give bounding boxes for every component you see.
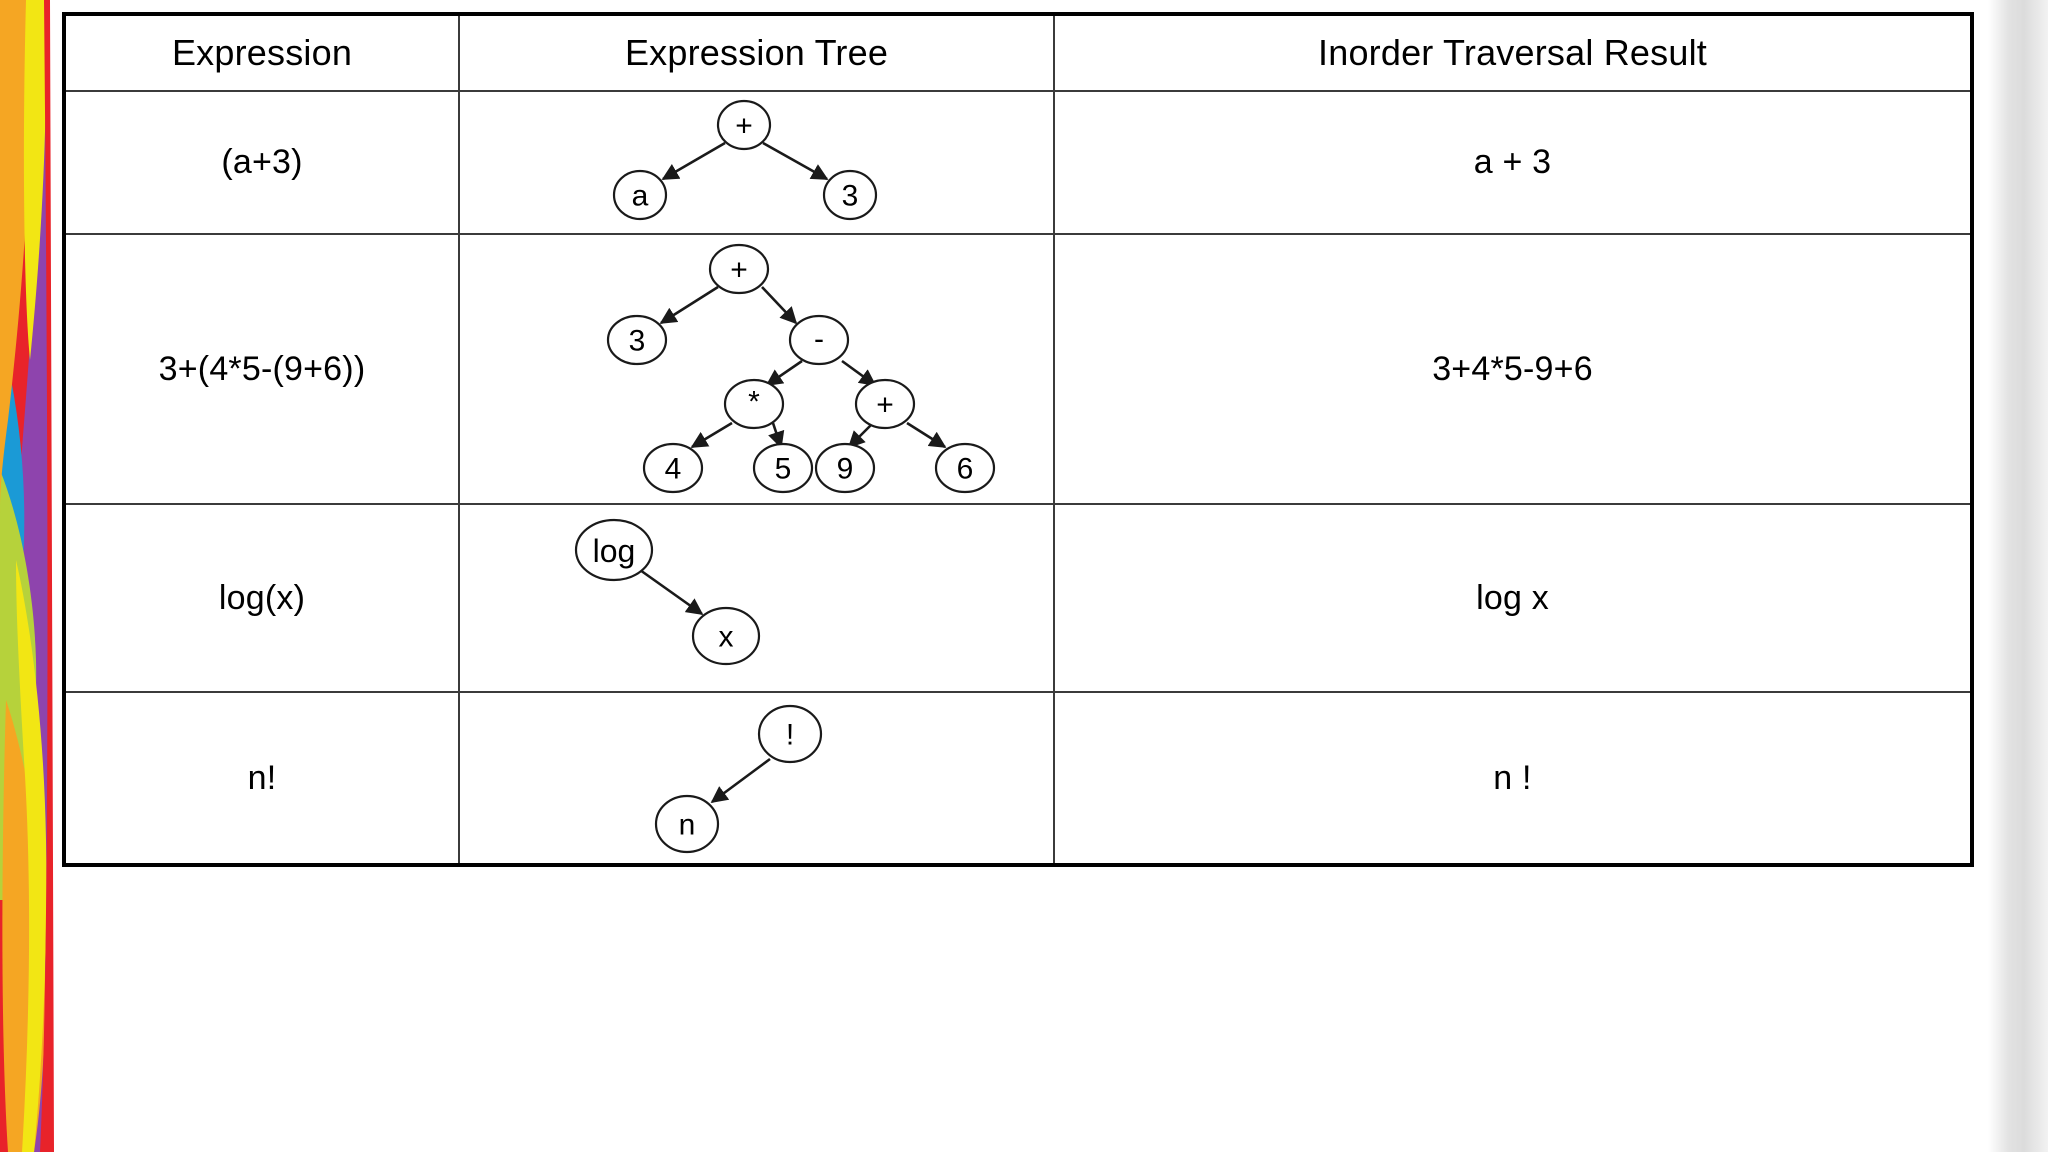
tree-node-label: log [592, 533, 635, 569]
tree-node: a [612, 169, 667, 220]
tree-node-label: n [678, 809, 695, 842]
tree-node: 3 [822, 169, 877, 220]
table-row: n! ! [63, 691, 1973, 866]
tree-node-label: a [631, 179, 648, 212]
inorder-result-cell: n ! [1053, 691, 1973, 866]
table-row: (a+3) + [63, 90, 1973, 235]
table-row: 3+(4*5-(9+6)) [63, 233, 1973, 505]
expression-tree-cell: log x [458, 503, 1055, 693]
table-row: log(x) log [63, 503, 1973, 693]
tree-node: 3 [606, 314, 667, 366]
column-header-expression: Expression [63, 13, 460, 92]
tree-node: + [716, 99, 771, 150]
inorder-result-cell: 3+4*5-9+6 [1053, 233, 1973, 505]
right-gradient-panel [1988, 0, 2048, 1152]
tree-edges [710, 757, 771, 804]
expression-cell: 3+(4*5-(9+6)) [63, 233, 460, 505]
tree-node: 6 [934, 442, 995, 494]
tree-node-label: * [748, 386, 760, 419]
expression-tree-diagram: + 3 - * + [606, 243, 995, 494]
tree-node-label: 6 [956, 453, 973, 486]
tree-node-label: 3 [628, 325, 645, 358]
inorder-result-cell: log x [1053, 503, 1973, 693]
tree-node-label: ! [785, 719, 793, 752]
tree-node: * [723, 378, 784, 430]
expression-tree-diagram: + a 3 [612, 99, 877, 220]
expression-tree-cell: + a 3 [458, 90, 1055, 235]
expression-tree-cell: ! n [458, 691, 1055, 866]
tree-node-label: 3 [841, 179, 858, 212]
tree-node: n [654, 794, 719, 854]
tree-node-label: + [735, 109, 753, 142]
tree-edges [659, 285, 946, 449]
tree-node: 5 [752, 442, 813, 494]
left-ribbon-decoration [0, 0, 58, 1152]
column-header-expression-tree: Expression Tree [458, 13, 1055, 92]
tree-node: + [854, 378, 915, 430]
expression-cell: n! [63, 691, 460, 866]
tree-node: log [574, 518, 653, 582]
expression-tree-diagram: log x [574, 518, 760, 666]
expression-tree-table: Expression Expression Tree Inorder Trave… [62, 12, 1974, 867]
table-header-row: Expression Expression Tree Inorder Trave… [63, 13, 1973, 92]
tree-edges [638, 568, 703, 616]
tree-node: - [788, 314, 849, 366]
tree-node-label: - [814, 323, 824, 356]
tree-node-label: x [718, 621, 733, 654]
tree-node: x [691, 606, 760, 666]
expression-tree-cell: + 3 - * + [458, 233, 1055, 505]
tree-node-label: 5 [774, 453, 791, 486]
tree-node-label: 4 [664, 453, 681, 486]
tree-node-label: + [730, 254, 748, 287]
tree-node: + [708, 243, 769, 295]
expression-tree-diagram: ! n [654, 704, 822, 854]
tree-node: ! [757, 704, 822, 764]
tree-node: 4 [642, 442, 703, 494]
tree-node-label: 9 [836, 453, 853, 486]
column-header-inorder-result: Inorder Traversal Result [1053, 13, 1973, 92]
inorder-result-cell: a + 3 [1053, 90, 1973, 235]
expression-cell: (a+3) [63, 90, 460, 235]
tree-node: 9 [814, 442, 875, 494]
tree-node-label: + [876, 389, 894, 422]
tree-edges [661, 141, 828, 180]
expression-cell: log(x) [63, 503, 460, 693]
